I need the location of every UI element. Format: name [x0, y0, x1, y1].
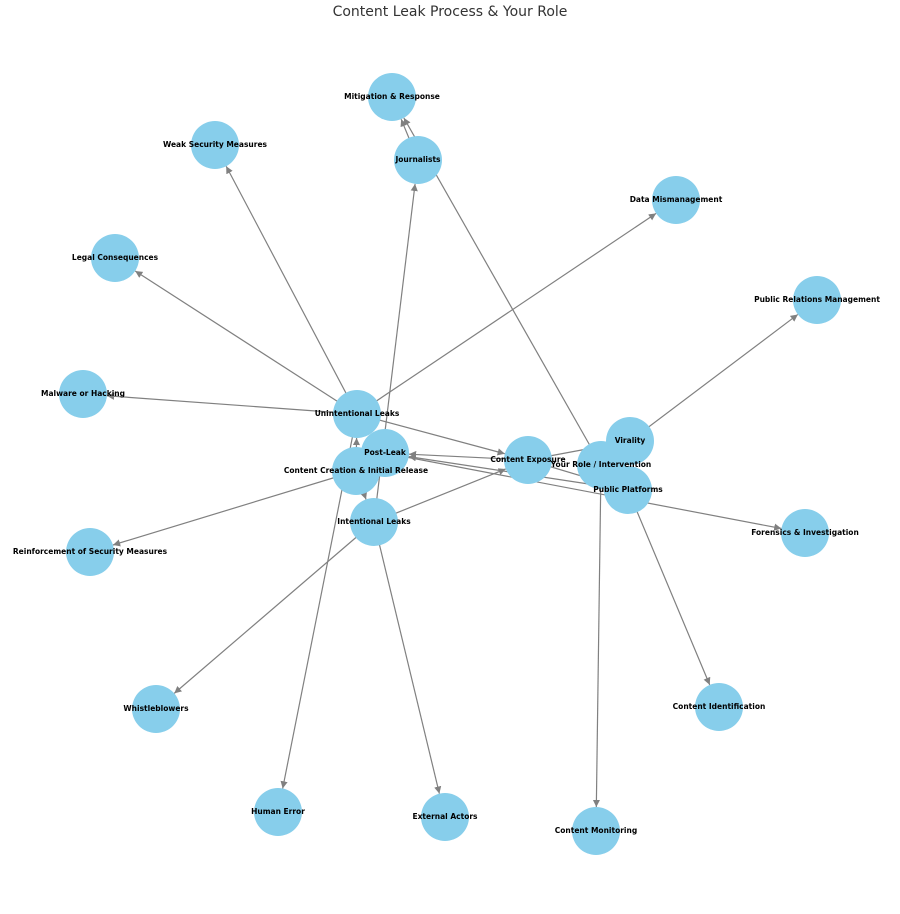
node-label-human: Human Error	[251, 807, 305, 816]
edge-intentional-to-external	[373, 521, 442, 794]
node-label-unintentional: Unintentional Leaks	[315, 409, 400, 418]
node-human	[254, 788, 302, 836]
edge-unintentional-to-exposure	[356, 413, 505, 456]
node-label-malware: Malware or Hacking	[41, 389, 125, 398]
node-label-exposure: Content Exposure	[490, 455, 565, 464]
node-label-intentional: Intentional Leaks	[337, 517, 411, 526]
edge-creation-to-reinforce	[112, 470, 357, 547]
node-reinforce	[66, 528, 114, 576]
edge-role-to-monitoring	[592, 464, 602, 808]
node-creation	[332, 447, 380, 495]
node-whistle	[132, 685, 180, 733]
node-legal	[91, 234, 139, 282]
node-label-mitigation: Mitigation & Response	[344, 92, 440, 101]
edge-platforms-to-identification	[627, 489, 711, 686]
node-label-legal: Legal Consequences	[72, 253, 159, 262]
node-label-identification: Content Identification	[673, 702, 766, 711]
node-monitoring	[572, 807, 620, 855]
node-label-virality: Virality	[615, 436, 646, 445]
edge-intentional-to-whistle	[173, 521, 375, 694]
diagram-title: Content Leak Process & Your Role	[332, 4, 568, 20]
node-label-postleak: Post-Leak	[364, 448, 407, 457]
node-label-reinforce: Reinforcement of Security Measures	[13, 547, 168, 556]
edge-unintentional-to-datamis	[356, 212, 657, 415]
edge-role-to-mitigation	[403, 117, 602, 466]
edge-virality-to-pr	[629, 313, 799, 442]
edge-postleak-to-forensics	[384, 452, 782, 531]
node-journalists	[394, 136, 442, 184]
node-label-role: Your Role / Intervention	[550, 460, 652, 469]
node-weak	[191, 121, 239, 169]
edge-unintentional-to-legal	[134, 270, 358, 415]
node-label-datamis: Data Mismanagement	[630, 195, 723, 204]
node-malware	[59, 370, 107, 418]
node-label-platforms: Public Platforms	[593, 485, 663, 494]
node-forensics	[781, 509, 829, 557]
node-label-journalists: Journalists	[394, 155, 441, 164]
node-datamis	[652, 176, 700, 224]
edge-unintentional-to-malware	[106, 392, 358, 415]
node-label-creation: Content Creation & Initial Release	[284, 466, 428, 475]
node-platforms	[604, 466, 652, 514]
node-mitigation	[368, 73, 416, 121]
node-external	[421, 793, 469, 841]
node-unintentional	[333, 390, 381, 438]
node-identification	[695, 683, 743, 731]
node-label-pr: Public Relations Management	[754, 295, 880, 304]
edge-unintentional-to-weak	[225, 165, 358, 415]
node-exposure	[504, 436, 552, 484]
node-label-monitoring: Content Monitoring	[555, 826, 637, 835]
node-intentional	[350, 498, 398, 546]
node-label-forensics: Forensics & Investigation	[751, 528, 859, 537]
node-pr	[793, 276, 841, 324]
node-label-weak: Weak Security Measures	[163, 140, 268, 149]
node-label-whistle: Whistleblowers	[123, 704, 189, 713]
node-label-external: External Actors	[412, 812, 478, 821]
